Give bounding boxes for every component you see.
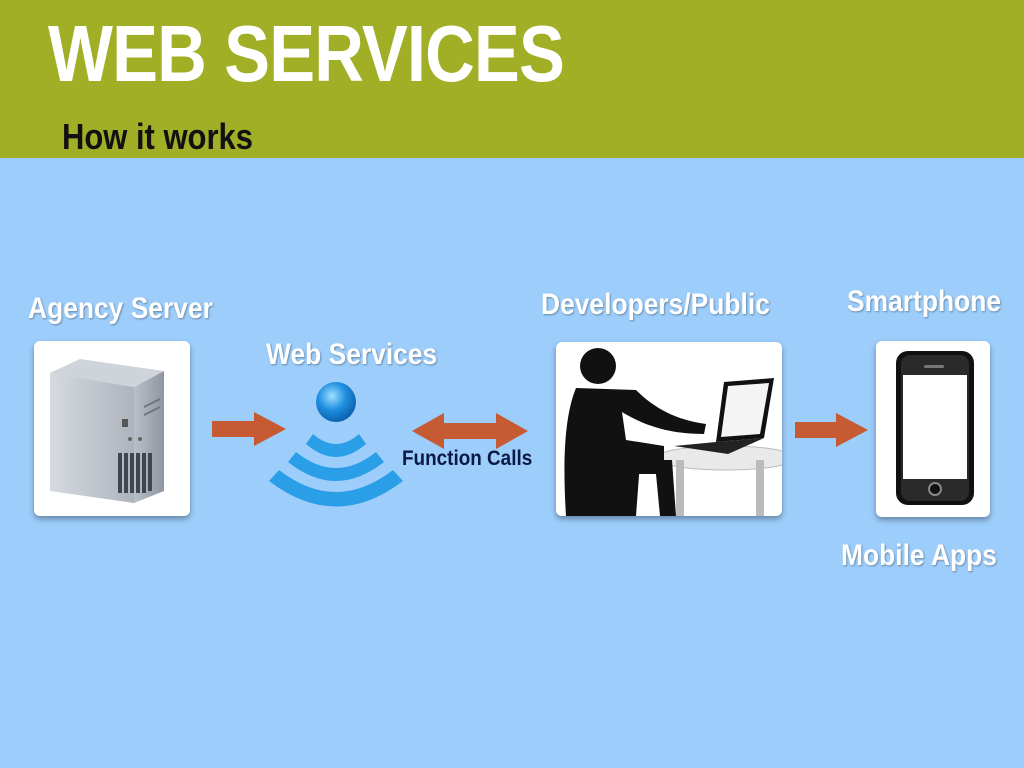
double-arrow-icon <box>412 413 528 449</box>
label-developers-public: Developers/Public <box>541 288 770 321</box>
wifi-icon <box>269 382 403 507</box>
label-function-calls: Function Calls <box>402 447 533 470</box>
server-icon <box>50 359 164 503</box>
arrow-right-icon <box>212 412 286 446</box>
smartphone-icon <box>896 351 974 505</box>
header-band <box>0 0 1024 158</box>
developer-laptop-icon <box>564 348 782 516</box>
agency-server-card <box>34 341 190 516</box>
label-web-services: Web Services <box>266 338 438 371</box>
arrow-right-icon <box>795 413 868 447</box>
slide-title: WEB SERVICES <box>48 9 565 98</box>
smartphone-card <box>876 341 990 517</box>
label-smartphone: Smartphone <box>847 285 1002 318</box>
label-agency-server: Agency Server <box>28 292 213 325</box>
slide-subtitle: How it works <box>62 116 253 157</box>
developers-card <box>556 342 782 516</box>
label-mobile-apps: Mobile Apps <box>841 539 997 572</box>
